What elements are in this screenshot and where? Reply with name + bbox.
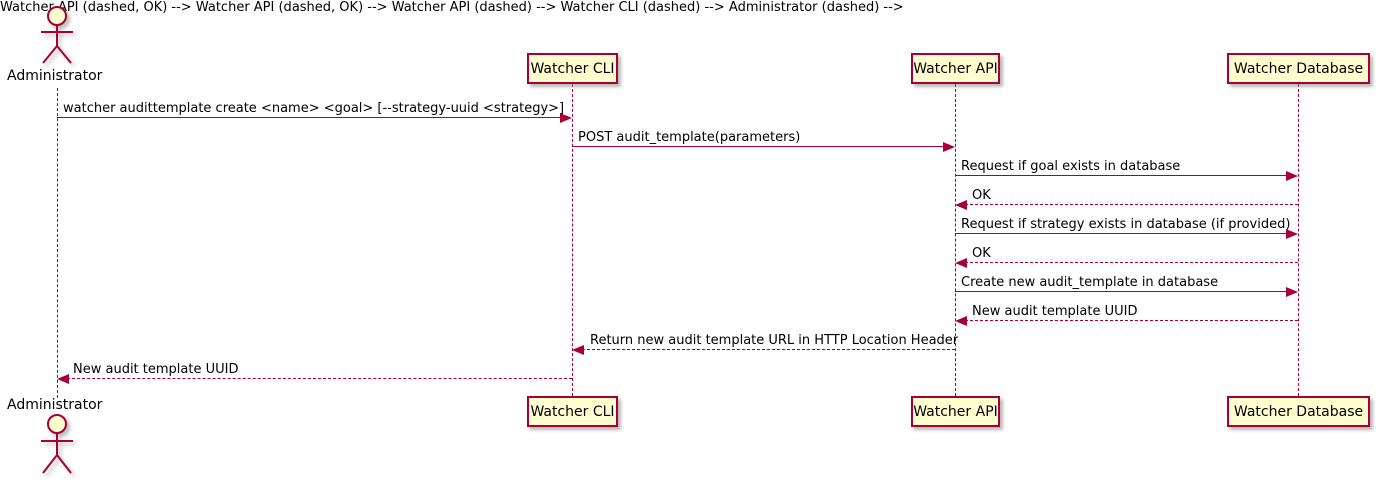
lifeline-watcher-database (1298, 84, 1299, 396)
message-5-line (955, 233, 1288, 234)
participant-watcher-cli-bottom: Watcher CLI (527, 396, 618, 427)
message-10-line (67, 378, 572, 379)
lifeline-watcher-cli (572, 84, 573, 396)
message-4-arrowhead-icon (955, 200, 967, 210)
lifeline-administrator (57, 88, 58, 398)
message-7-label: Create new audit_template in database (961, 275, 1219, 290)
message-4-line (965, 204, 1298, 205)
message-6-arrowhead-icon (955, 258, 967, 268)
message-7-line (955, 291, 1288, 292)
message-3-label: Request if goal exists in database (961, 159, 1181, 174)
participant-label: Watcher CLI (530, 403, 615, 420)
participant-watcher-api-bottom: Watcher API (911, 396, 1000, 427)
message-2-label: POST audit_template(parameters) (578, 130, 801, 145)
message-10-arrowhead-icon (57, 374, 69, 384)
message-3-arrowhead-icon (1286, 171, 1298, 181)
message-9-label: Return new audit template URL in HTTP Lo… (590, 333, 959, 348)
message-7-arrowhead-icon (1286, 287, 1298, 297)
message-2-line (572, 146, 945, 147)
actor-administrator-icon-bottom (41, 414, 73, 474)
participant-label: Watcher API (913, 60, 998, 77)
participant-label: Watcher Database (1233, 403, 1364, 420)
message-6-line (965, 262, 1298, 263)
participant-watcher-api-top: Watcher API (911, 53, 1000, 84)
message-2-arrowhead-icon (943, 142, 955, 152)
message-8-arrowhead-icon (955, 316, 967, 326)
actor-label-bottom: Administrator (7, 397, 103, 413)
actor-label-top: Administrator (7, 68, 103, 84)
message-3-line (955, 175, 1288, 176)
message-10-label: New audit template UUID (73, 362, 239, 377)
message-6-label: OK (972, 246, 991, 261)
message-9-line (582, 349, 955, 350)
message-5-label: Request if strategy exists in database (… (961, 217, 1291, 232)
message-9-arrowhead-icon (572, 345, 584, 355)
lifeline-watcher-api (955, 84, 956, 396)
message-8-line (965, 320, 1298, 321)
message-1-label: watcher audittemplate create <name> <goa… (63, 101, 565, 116)
message-1-arrowhead-icon (560, 113, 572, 123)
participant-label: Watcher CLI (530, 60, 615, 77)
participant-watcher-database-top: Watcher Database (1227, 53, 1370, 84)
participant-watcher-cli-top: Watcher CLI (527, 53, 618, 84)
participant-watcher-database-bottom: Watcher Database (1227, 396, 1370, 427)
message-5-arrowhead-icon (1286, 229, 1298, 239)
message-8-label: New audit template UUID (972, 304, 1138, 319)
participant-label: Watcher API (913, 403, 998, 420)
participant-label: Watcher Database (1233, 60, 1364, 77)
message-1-line (57, 117, 562, 118)
message-4-label: OK (972, 188, 991, 203)
actor-administrator-icon-top (41, 6, 73, 64)
